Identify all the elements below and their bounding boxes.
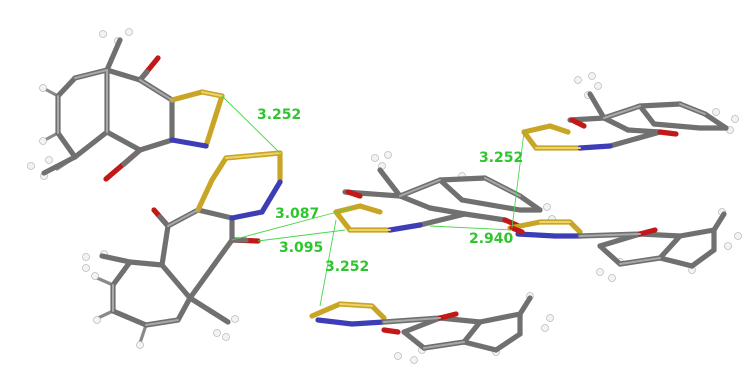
- contact-line-4: [319, 219, 337, 307]
- distance-labels: 3.252 3.087 3.095 3.252 2.940 3.252: [257, 107, 523, 275]
- contact-line-1: [221, 95, 281, 154]
- contact-lines: [221, 95, 525, 307]
- distance-label-5: 2.940: [469, 231, 514, 247]
- molecule-d: [521, 72, 739, 151]
- contact-line-3: [257, 229, 346, 242]
- contact-line-6: [511, 131, 525, 229]
- distance-label-1: 3.252: [257, 107, 301, 123]
- molecule-e: [507, 208, 742, 282]
- distance-label-3: 3.095: [279, 240, 323, 256]
- molecule-a: [27, 28, 225, 182]
- distance-label-6: 3.252: [479, 150, 523, 166]
- molecule-f: [309, 292, 554, 364]
- distance-label-4: 3.252: [325, 259, 369, 275]
- distance-label-2: 3.087: [275, 206, 319, 222]
- contact-line-2: [231, 207, 353, 241]
- molecule-b: [82, 150, 283, 349]
- contact-line-5: [429, 225, 513, 231]
